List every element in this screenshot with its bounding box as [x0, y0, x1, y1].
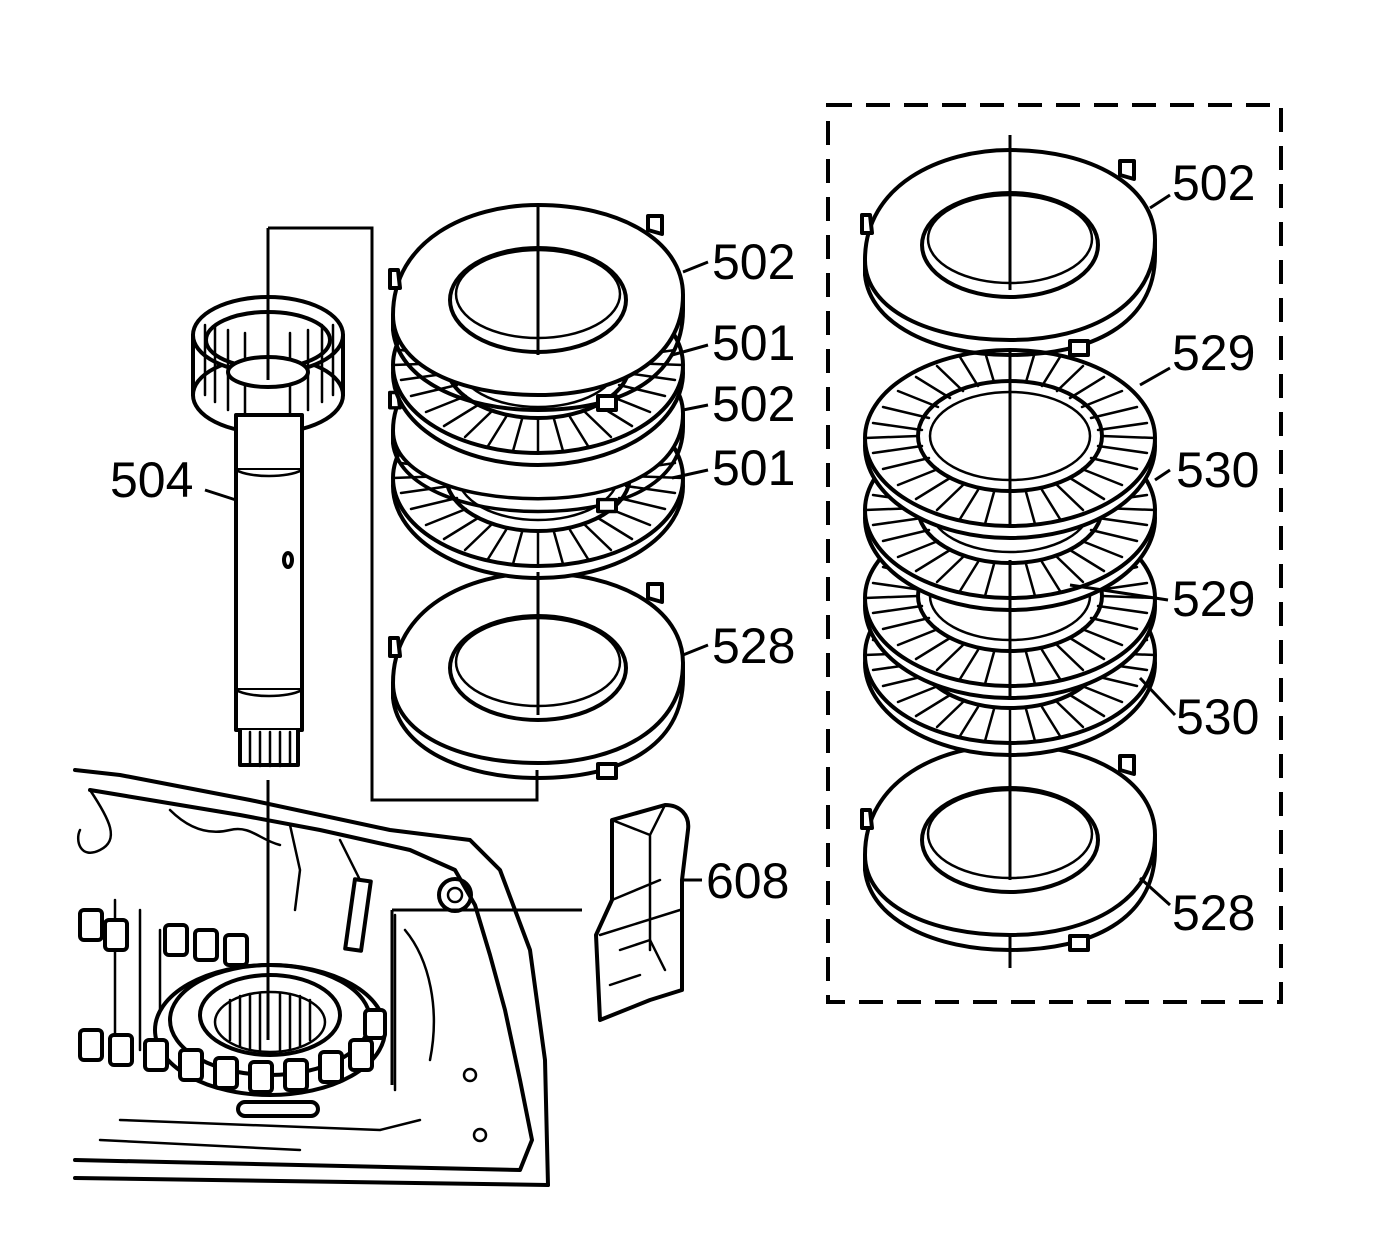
label-right-529-2: 529	[1172, 571, 1255, 627]
label-left-502-2: 502	[712, 376, 795, 432]
transmission-case-icon	[73, 768, 550, 1187]
label-left-502-top: 502	[712, 234, 795, 290]
label-608: 608	[706, 853, 789, 909]
input-shaft-icon	[191, 228, 345, 1040]
label-right-528: 528	[1172, 885, 1255, 941]
clutch-group-box	[826, 103, 1283, 1004]
leader-lines	[204, 193, 1177, 907]
label-left-528: 528	[712, 618, 795, 674]
label-left-501-2: 501	[712, 440, 795, 496]
label-left-501-1: 501	[712, 315, 795, 371]
label-right-530-1: 530	[1176, 442, 1259, 498]
label-right-529-1: 529	[1172, 325, 1255, 381]
label-right-502: 502	[1172, 155, 1255, 211]
label-504: 504	[110, 452, 193, 508]
label-right-530-2: 530	[1176, 689, 1259, 745]
retainer-clip-icon	[594, 803, 691, 1022]
